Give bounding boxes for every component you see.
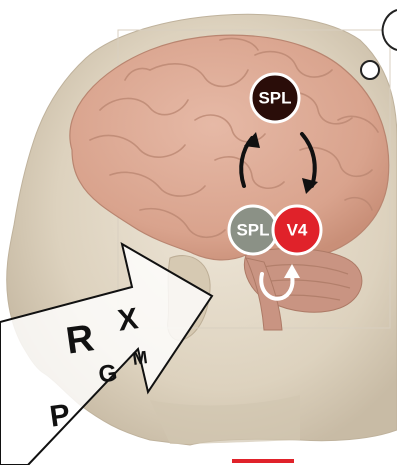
thought-bubble-small [361,61,379,79]
node-spl-top: SPL [251,74,299,122]
node-spl-bottom: SPL [229,206,277,254]
node-v4-label: V4 [287,221,308,240]
bottom-red-strip [232,459,294,463]
letter-g: G [97,359,119,388]
node-spl-top-label: SPL [258,89,291,108]
thought-bubble-large [383,10,397,50]
letter-m: M [131,347,149,369]
node-spl-bottom-label: SPL [236,221,269,240]
node-v4: V4 [273,206,321,254]
letter-r: R [63,317,96,362]
